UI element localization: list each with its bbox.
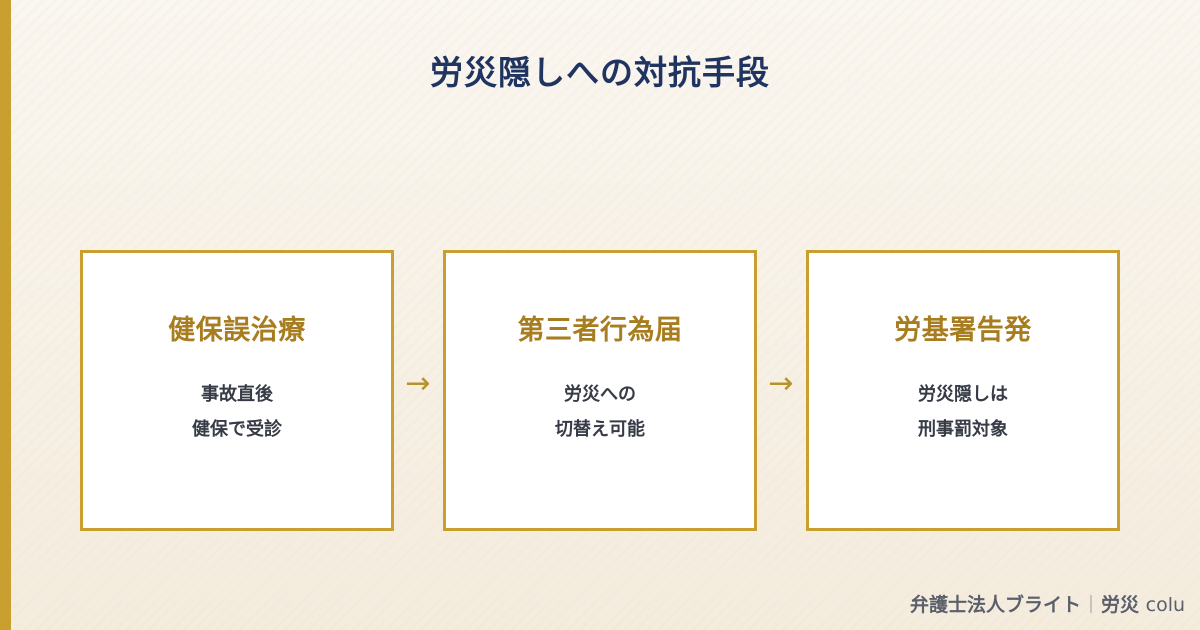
step-line: 切替え可能 bbox=[555, 419, 645, 440]
step-line: 労災隠しは bbox=[918, 384, 1008, 405]
footer-category: 労災 bbox=[1101, 594, 1140, 616]
step-description: 労災への 切替え可能 bbox=[446, 377, 754, 447]
step-description: 労災隠しは 刑事罰対象 bbox=[809, 377, 1117, 447]
step-box-1: 健保誤治療 事故直後 健保で受診 bbox=[80, 250, 394, 531]
left-accent-bar bbox=[0, 0, 11, 630]
step-line: 労災への bbox=[564, 384, 636, 405]
footer-brand: 弁護士法人ブライト bbox=[910, 594, 1082, 616]
step-line: 事故直後 bbox=[201, 384, 273, 405]
step-line: 健保で受診 bbox=[192, 419, 282, 440]
step-heading: 労基署告発 bbox=[894, 315, 1032, 346]
page-title: 労災隠しへの対抗手段 bbox=[430, 53, 770, 92]
right-arrow-icon: → bbox=[405, 366, 431, 401]
right-arrow-icon: → bbox=[768, 366, 794, 401]
step-description: 事故直後 健保で受診 bbox=[83, 377, 391, 447]
step-box-2: 第三者行為届 労災への 切替え可能 bbox=[443, 250, 757, 531]
footer-separator bbox=[1090, 595, 1093, 613]
footer-section: colu bbox=[1145, 594, 1186, 616]
flow-diagram: 健保誤治療 事故直後 健保で受診 → 第三者行為届 労災への 切替え可能 → 労… bbox=[80, 250, 1120, 531]
footer-credit: 弁護士法人ブライト労災 colu bbox=[910, 590, 1185, 617]
step-heading: 第三者行為届 bbox=[517, 315, 683, 346]
step-box-3: 労基署告発 労災隠しは 刑事罰対象 bbox=[806, 250, 1120, 531]
step-line: 刑事罰対象 bbox=[918, 419, 1008, 440]
step-heading: 健保誤治療 bbox=[168, 315, 306, 346]
